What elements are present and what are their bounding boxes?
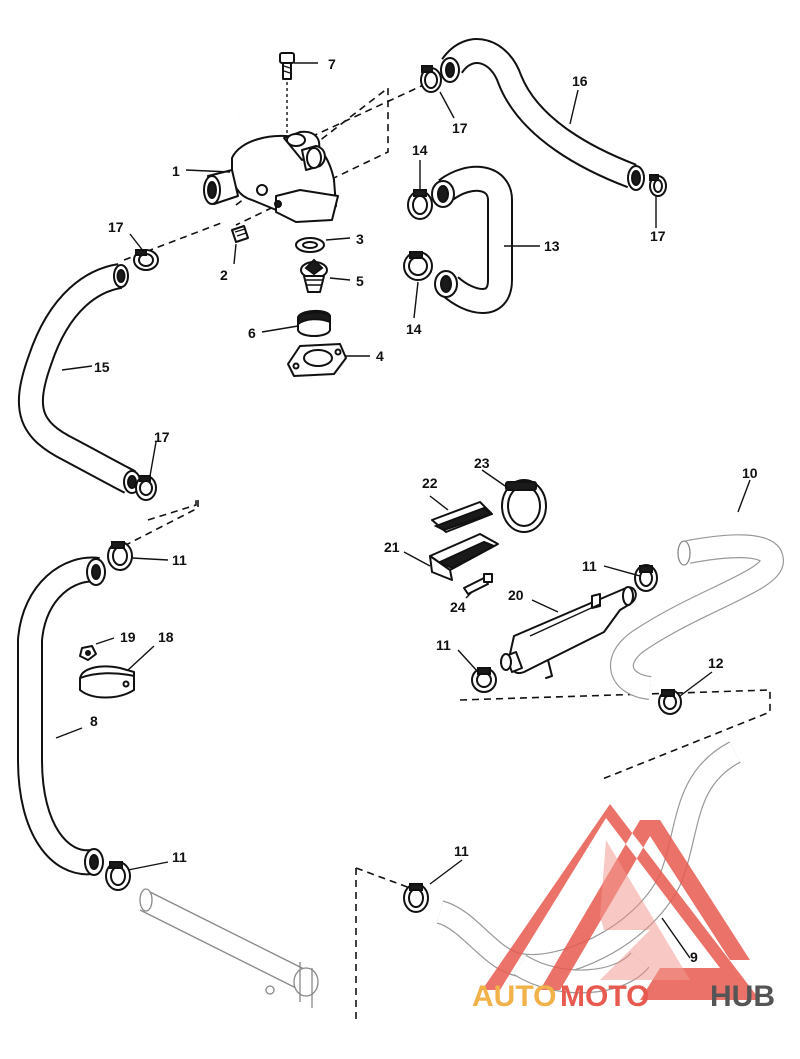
callout-16: 16: [572, 73, 588, 89]
callout-11a: 11: [172, 552, 187, 568]
insulator-22: [431, 501, 493, 533]
callout-13: 13: [544, 238, 560, 254]
callout-labels: 1 2 3 4 5 6 7 8 9 10 11 11 11 11 11 12 1…: [90, 56, 758, 965]
callout-17d: 17: [154, 429, 170, 445]
bracket-18: [79, 665, 135, 699]
callout-11e: 11: [454, 843, 469, 859]
gasket-3: [295, 237, 325, 253]
clamp-17a: [420, 65, 442, 93]
insulator-21: [429, 533, 499, 581]
callout-8: 8: [90, 713, 98, 729]
callout-15: 15: [94, 359, 110, 375]
watermark-moto: MOTO: [560, 980, 649, 1013]
bolt-7: [279, 52, 295, 160]
callout-23: 23: [474, 455, 490, 471]
callout-17b: 17: [650, 228, 666, 244]
clamp-11b: [105, 861, 131, 891]
callout-9: 9: [690, 949, 698, 965]
callout-18: 18: [158, 629, 174, 645]
callout-20: 20: [508, 587, 524, 603]
ghost-hose-10: [609, 534, 784, 700]
cooler-20: [500, 586, 637, 679]
callout-17c: 17: [108, 219, 124, 235]
clamp-11a: [107, 541, 133, 571]
nut-19: [79, 645, 97, 661]
callout-17a: 17: [452, 120, 468, 136]
callout-11c: 11: [582, 558, 597, 574]
watermark-text: AUTO MOTO HUB: [472, 980, 775, 1013]
ghost-tube: [139, 888, 319, 1008]
clamp-11c: [634, 564, 658, 592]
hose-16: [440, 38, 645, 191]
callout-14a: 14: [412, 142, 428, 158]
screw-24: [463, 573, 493, 595]
callout-1: 1: [172, 163, 180, 179]
watermark-logo: [482, 804, 760, 1000]
gasket-plate-4: [287, 343, 347, 377]
hose-13: [431, 165, 513, 314]
hose-15: [17, 263, 141, 494]
callout-11d: 11: [436, 637, 451, 653]
hose-8: [17, 556, 106, 876]
sleeve-6: [297, 310, 331, 337]
leader-lines: [55, 62, 751, 959]
callout-5: 5: [356, 273, 364, 289]
clamp-17c: [133, 249, 159, 271]
callout-7: 7: [328, 56, 336, 72]
clamp-11e: [403, 883, 429, 913]
clamp-11d: [471, 667, 497, 693]
watermark-auto: AUTO: [472, 980, 556, 1013]
clamp-17b: [649, 174, 667, 197]
clamp-17d: [135, 475, 157, 501]
callout-3: 3: [356, 231, 364, 247]
clamp-23: [501, 479, 547, 533]
callout-24: 24: [450, 599, 466, 615]
callout-2: 2: [220, 267, 228, 283]
clamp-12: [658, 689, 682, 715]
hose-clamps: [105, 65, 682, 913]
callout-4: 4: [376, 348, 384, 364]
thermostat-5: [300, 258, 328, 293]
callout-11b: 11: [172, 849, 187, 865]
callout-10: 10: [742, 465, 758, 481]
callout-6: 6: [248, 325, 256, 341]
clamp-14b: [403, 251, 433, 281]
thermostat-housing-1: [203, 130, 339, 223]
callout-21: 21: [384, 539, 400, 555]
ghost-hose-9: [435, 741, 742, 994]
callout-12: 12: [708, 655, 724, 671]
plug-2: [231, 225, 249, 243]
clamp-14a: [407, 189, 433, 220]
callout-14b: 14: [406, 321, 422, 337]
callout-19: 19: [120, 629, 136, 645]
callout-22: 22: [422, 475, 438, 491]
watermark-hub: HUB: [710, 980, 775, 1013]
